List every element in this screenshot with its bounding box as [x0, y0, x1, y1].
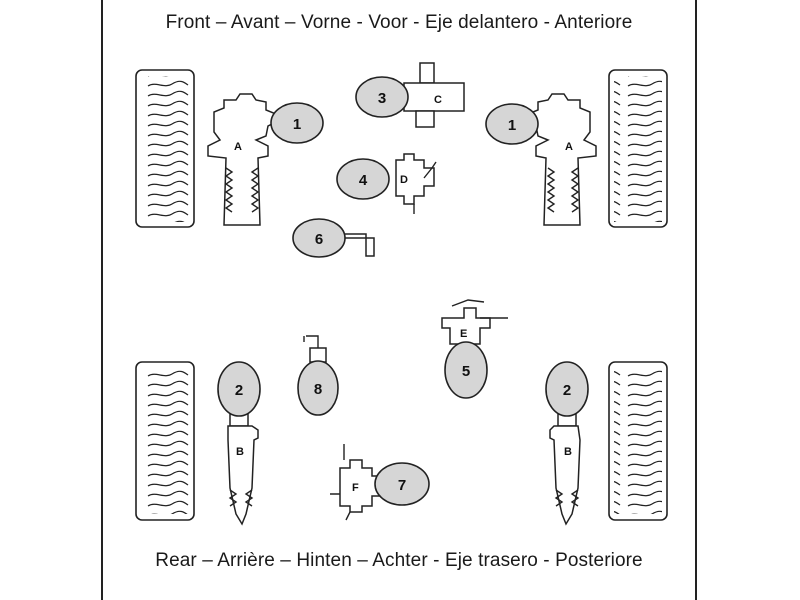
bulb-label-1-right: 1 — [508, 117, 516, 134]
bulb-2-right: 2 — [545, 361, 589, 417]
part-label-f: F — [352, 482, 359, 494]
part-label-b-right: B — [564, 446, 572, 458]
bulb-label-7: 7 — [398, 477, 406, 494]
part-label-b-left: B — [236, 446, 244, 458]
front-caption: Front – Avant – Vorne - Voor - Eje delan… — [165, 12, 633, 33]
bulb-label-2-left: 2 — [235, 382, 243, 399]
bulb-1-left: 1 — [270, 102, 324, 144]
bulb-label-2-right: 2 — [563, 382, 571, 399]
tire-front-left — [135, 69, 195, 228]
part-label-e: E — [460, 328, 467, 340]
bulb-7: 7 — [374, 462, 430, 506]
part-label-d: D — [400, 174, 408, 186]
bulb-6: 6 — [292, 218, 375, 258]
bulb-label-5: 5 — [462, 363, 470, 380]
housing-a-right: A — [527, 93, 597, 226]
rear-caption: Rear – Arrière – Hinten – Achter - Eje t… — [155, 550, 643, 571]
bulb-8: 8 — [297, 335, 339, 416]
bulb-2-left: 2 — [217, 361, 261, 417]
bulb-4: 4 — [336, 158, 390, 200]
tire-rear-left — [135, 361, 195, 521]
bulb-3: 3 — [355, 76, 409, 118]
bulb-label-8: 8 — [314, 381, 322, 398]
holder-b-right: B — [549, 411, 581, 526]
tire-rear-right — [608, 361, 668, 521]
part-label-a-left: A — [234, 141, 242, 153]
holder-b-left: B — [227, 411, 259, 526]
bulb-1-right: 1 — [485, 103, 539, 145]
bulb-label-4: 4 — [359, 172, 368, 189]
bulb-5: 5 — [444, 341, 488, 399]
holder-e: E — [441, 299, 508, 345]
bulb-label-1-left: 1 — [293, 116, 301, 133]
frame-border — [101, 0, 697, 600]
holder-c: C — [403, 62, 465, 128]
holder-d: D — [395, 153, 437, 214]
bulb-label-3: 3 — [378, 90, 386, 107]
part-label-a-right: A — [565, 141, 573, 153]
housing-a-left: A — [207, 93, 277, 226]
holder-f: F — [330, 444, 381, 521]
part-label-c: C — [434, 94, 442, 106]
bulb-label-6: 6 — [315, 231, 323, 248]
tire-front-right — [608, 69, 668, 228]
